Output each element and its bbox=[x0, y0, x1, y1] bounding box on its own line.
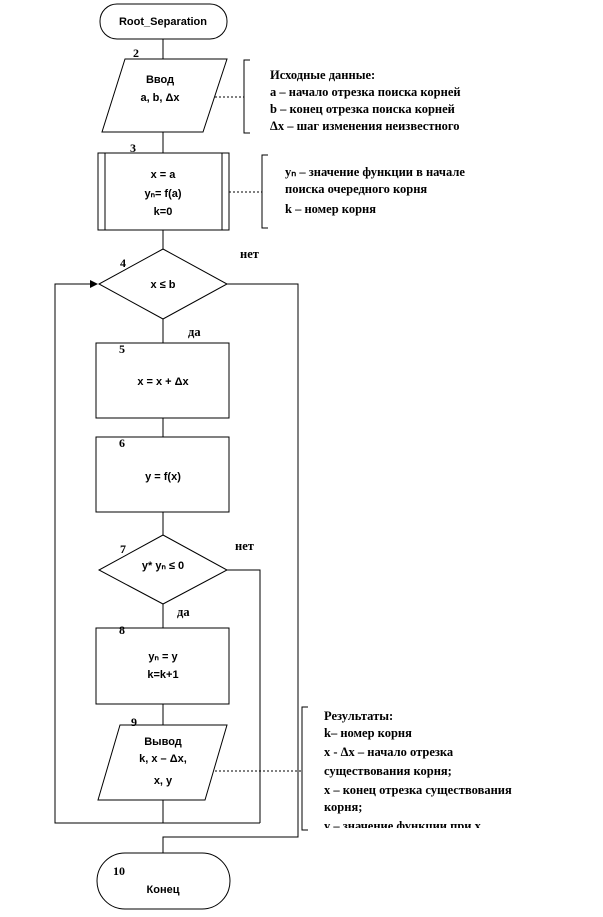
block-number-3: 3 bbox=[130, 141, 136, 155]
output-line-1: Вывод bbox=[144, 736, 182, 748]
sign-change-decision: 7 y* yₙ ≤ 0 нет да bbox=[97, 534, 254, 619]
output-note-line-7: y – значение функции при x bbox=[324, 819, 482, 833]
sign-change-yes-label: да bbox=[177, 605, 190, 619]
input-note-line-2: a – начало отрезка поиска корней bbox=[270, 85, 461, 99]
comment-bracket-init bbox=[261, 154, 268, 229]
init-note-line-2: поиска очередного корня bbox=[285, 182, 427, 196]
increment-text: x = x + Δx bbox=[137, 376, 189, 388]
init-note: yₙ – значение функции в начале поиска оч… bbox=[285, 165, 465, 216]
block-number-2: 2 bbox=[133, 46, 139, 60]
init-line-2: yₙ= f(a) bbox=[144, 188, 181, 200]
connector-7-no bbox=[227, 569, 261, 823]
root-found-block: 8 yₙ = y k=k+1 bbox=[95, 623, 230, 705]
output-note-line-5: x – конец отрезка существования bbox=[324, 783, 512, 797]
block-number-4: 4 bbox=[120, 256, 126, 270]
block-number-6: 6 bbox=[119, 436, 125, 450]
init-line-3: k=0 bbox=[154, 206, 173, 218]
end-terminator: 10 Конец bbox=[96, 852, 231, 910]
function-eval-block: 6 y = f(x) bbox=[95, 436, 230, 513]
output-note-line-1: Результаты: bbox=[324, 709, 393, 723]
loop-condition-decision: 4 x ≤ b нет да bbox=[97, 247, 259, 339]
block-number-9: 9 bbox=[131, 715, 137, 729]
loop-no-label: нет bbox=[240, 247, 259, 261]
comment-bracket-input bbox=[243, 59, 250, 134]
increment-block: 5 x = x + Δx bbox=[95, 342, 230, 419]
output-note-line-4: существования корня; bbox=[324, 764, 452, 778]
output-line-2: k, x – Δx, bbox=[139, 753, 187, 765]
output-note-line-6: корня; bbox=[324, 800, 362, 814]
end-label: Конец bbox=[147, 884, 180, 896]
loop-yes-label: да bbox=[188, 325, 201, 339]
output-note-line-3: x - Δx – начало отрезка bbox=[324, 745, 454, 759]
start-terminator: Root_Separation bbox=[99, 3, 228, 40]
input-note-line-1: Исходные данные: bbox=[270, 68, 375, 82]
block-number-7: 7 bbox=[120, 542, 126, 556]
output-line-3: x, y bbox=[154, 775, 173, 787]
input-note: Исходные данные: a – начало отрезка поис… bbox=[270, 68, 461, 133]
sign-change-no-label: нет bbox=[235, 539, 254, 553]
input-block: 2 Ввод a, b, Δx bbox=[101, 46, 228, 133]
sign-change-condition: y* yₙ ≤ 0 bbox=[142, 560, 184, 572]
loop-back-arrow bbox=[54, 280, 260, 824]
init-note-line-1: yₙ – значение функции в начале bbox=[285, 165, 465, 179]
comment-bracket-output bbox=[301, 706, 308, 831]
input-note-line-3: b – конец отрезка поиска корней bbox=[270, 102, 455, 116]
init-note-line-3: k – номер корня bbox=[285, 202, 376, 216]
init-line-1: x = a bbox=[151, 169, 177, 181]
block-number-8: 8 bbox=[119, 623, 125, 637]
block-number-5: 5 bbox=[119, 342, 125, 356]
input-note-line-4: Δx – шаг изменения неизвестного bbox=[270, 119, 460, 133]
input-line-1: Ввод bbox=[146, 74, 174, 86]
output-note-line-2: k– номер корня bbox=[324, 726, 412, 740]
start-label: Root_Separation bbox=[119, 16, 207, 28]
loop-condition-text: x ≤ b bbox=[151, 279, 176, 291]
output-note: Результаты: k– номер корня x - Δx – нача… bbox=[324, 709, 512, 833]
block-number-10: 10 bbox=[113, 864, 125, 878]
init-block: 3 x = a yₙ= f(a) k=0 bbox=[97, 141, 230, 231]
output-block: 9 Вывод k, x – Δx, x, y bbox=[97, 715, 228, 801]
connector-4-no-to-end bbox=[162, 283, 299, 853]
input-line-2: a, b, Δx bbox=[140, 92, 180, 104]
function-eval-text: y = f(x) bbox=[145, 471, 181, 483]
root-found-line-2: k=k+1 bbox=[147, 669, 178, 681]
root-found-line-1: yₙ = y bbox=[148, 651, 178, 663]
